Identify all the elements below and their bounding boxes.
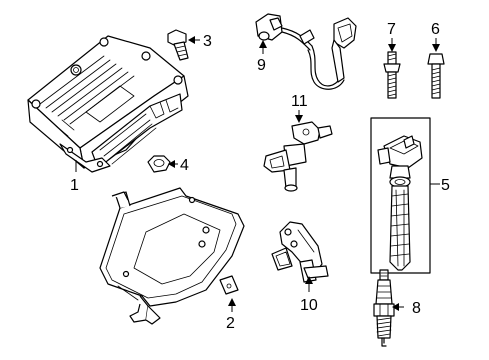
- arrow-8: [392, 303, 399, 311]
- callout-1: 1: [70, 177, 79, 194]
- callout-4: 4: [180, 157, 189, 174]
- callout-7: 7: [387, 21, 396, 38]
- callout-3: 3: [203, 33, 212, 50]
- callout-5: 5: [441, 177, 450, 194]
- camshaft-sensor: [263, 121, 333, 192]
- bolt-6: [427, 53, 445, 99]
- arrow-3: [188, 36, 195, 44]
- arrow-9: [259, 40, 267, 48]
- arrow-7: [388, 44, 396, 52]
- callout-9: 9: [257, 57, 266, 74]
- arrow-6: [432, 44, 440, 52]
- arrow-11: [295, 115, 303, 123]
- arrow-2: [228, 298, 236, 306]
- nut-4: [147, 155, 171, 173]
- ignition-coil: [377, 135, 423, 271]
- callout-8: 8: [412, 300, 421, 317]
- spark-plug: [373, 269, 395, 347]
- callout-11: 11: [291, 93, 308, 110]
- engine-control-module: [27, 35, 189, 173]
- knock-sensor: [255, 13, 357, 90]
- callout-2: 2: [226, 315, 235, 332]
- stud-7: [383, 51, 401, 99]
- mounting-bracket: [99, 187, 245, 325]
- callout-10: 10: [300, 297, 318, 314]
- arrow-10: [305, 276, 313, 284]
- ignition-coil-box: [370, 117, 431, 274]
- crankshaft-sensor: [271, 221, 329, 283]
- callout-6: 6: [431, 21, 440, 38]
- bolt-3: [167, 29, 189, 61]
- arrow-4: [168, 160, 175, 168]
